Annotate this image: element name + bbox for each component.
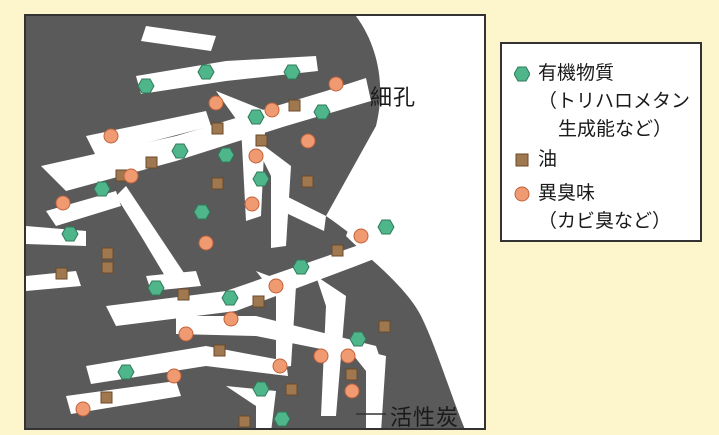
oil-molecule xyxy=(301,175,314,188)
organic-molecule xyxy=(193,204,211,220)
organic-molecule xyxy=(137,78,155,94)
organic-molecule xyxy=(252,381,270,397)
oil-molecule xyxy=(255,134,268,147)
organic-molecule xyxy=(147,280,165,296)
organic-molecule xyxy=(217,147,235,163)
legend-label-odor: 異臭味 xyxy=(538,182,596,204)
oil-molecule xyxy=(378,320,391,333)
legend-label-odor-sub: （カビ臭など） xyxy=(538,210,672,232)
odor-molecule xyxy=(264,102,280,118)
odor-molecule xyxy=(340,348,356,364)
odor-molecule xyxy=(313,348,329,364)
organic-molecules xyxy=(61,64,395,427)
oil-molecule xyxy=(213,344,226,357)
oil-molecule xyxy=(100,391,113,404)
oil-molecule xyxy=(288,99,301,112)
odor-molecule xyxy=(268,278,284,294)
oil-molecule xyxy=(55,267,68,280)
legend-label-oil: 油 xyxy=(538,148,558,170)
activated-carbon-body xyxy=(26,16,484,428)
oil-molecule xyxy=(331,244,344,257)
organic-molecule xyxy=(117,364,135,380)
oil-molecule xyxy=(101,247,114,260)
odor-molecule xyxy=(208,95,224,111)
oil-molecule xyxy=(177,288,190,301)
odor-molecule xyxy=(123,168,139,184)
oil-molecule xyxy=(211,122,224,135)
odor-molecule xyxy=(198,235,214,251)
organic-molecule xyxy=(252,171,270,187)
odor-molecules xyxy=(55,76,369,417)
legend-label-organic-sub2: 生成能など） xyxy=(558,118,673,140)
odor-molecule xyxy=(178,326,194,342)
odor-molecule xyxy=(248,148,264,164)
organic-molecule xyxy=(283,64,301,80)
organic-molecule xyxy=(247,109,265,125)
organic-molecule xyxy=(171,143,189,159)
odor-molecule xyxy=(166,368,182,384)
odor-molecule xyxy=(223,311,239,327)
legend: 有機物質 （トリハロメタン 生成能など） 油 異臭味 （カビ臭など） xyxy=(500,42,702,242)
odor-molecule xyxy=(75,401,91,417)
activated-carbon-diagram: 細孔 活性炭 xyxy=(24,14,486,430)
activated-carbon-label: 活性炭 xyxy=(390,406,460,430)
odor-molecule xyxy=(300,133,316,149)
odor-molecule xyxy=(272,358,288,374)
oil-molecule xyxy=(211,177,224,190)
oil-molecule xyxy=(101,261,114,274)
odor-molecule xyxy=(55,195,71,211)
oil-molecule xyxy=(145,156,158,169)
organic-molecule xyxy=(349,331,367,347)
odor-molecule xyxy=(244,196,260,212)
green-hexagon-icon xyxy=(514,66,530,82)
organic-molecule xyxy=(292,259,310,275)
odor-molecule xyxy=(344,383,360,399)
legend-label-organic-sub1: （トリハロメタン xyxy=(538,90,691,112)
odor-molecule xyxy=(353,228,369,244)
oil-molecules xyxy=(55,99,391,428)
oil-molecule xyxy=(238,415,251,428)
legend-label-organic: 有機物質 xyxy=(538,62,615,84)
orange-circle-icon xyxy=(514,186,530,202)
pore-label: 細孔 xyxy=(370,86,417,111)
organic-molecule xyxy=(377,219,395,235)
odor-molecule xyxy=(328,76,344,92)
organic-molecule xyxy=(93,181,111,197)
organic-molecule xyxy=(197,64,215,80)
organic-molecule xyxy=(273,411,291,427)
brown-square-icon xyxy=(515,153,529,167)
oil-molecule xyxy=(345,368,358,381)
organic-molecule xyxy=(221,290,239,306)
oil-molecule xyxy=(285,383,298,396)
oil-molecule xyxy=(252,295,265,308)
organic-molecule xyxy=(313,104,331,120)
activated-carbon-illustration xyxy=(26,16,484,428)
odor-molecule xyxy=(103,128,119,144)
organic-molecule xyxy=(61,226,79,242)
